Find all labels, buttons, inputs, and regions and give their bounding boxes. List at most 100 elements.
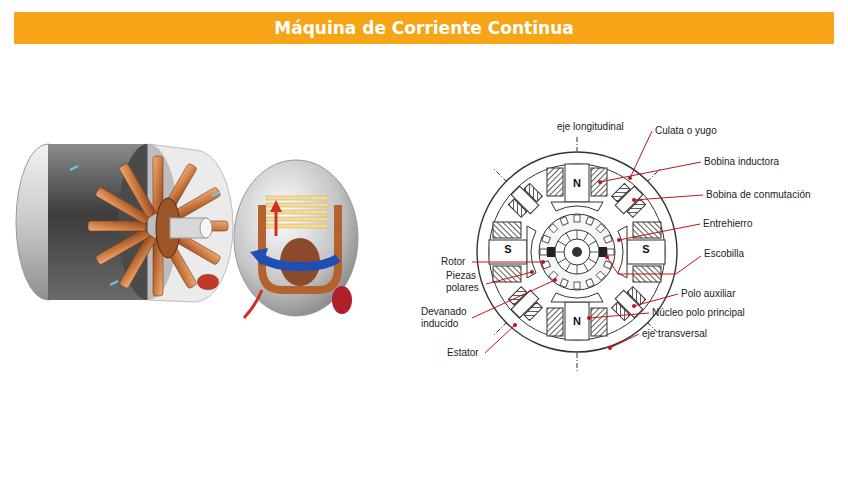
part-label: Culata o yugo xyxy=(655,125,717,137)
leader-lines xyxy=(472,131,703,353)
leader-lines xyxy=(610,334,639,348)
cross-section xyxy=(588,241,596,246)
cross-section xyxy=(558,241,566,246)
leader-dots xyxy=(530,270,534,274)
coil-illustration xyxy=(332,286,352,314)
leader-lines xyxy=(619,224,700,240)
coil-illustration xyxy=(234,160,358,318)
coil-illustration xyxy=(275,210,278,236)
cross-section xyxy=(560,217,568,226)
cross-section xyxy=(477,152,677,352)
cross-section xyxy=(577,230,578,239)
motor-illustration xyxy=(88,156,228,296)
cross-section xyxy=(547,293,607,340)
leader-lines xyxy=(607,256,701,274)
leader-lines xyxy=(600,162,701,182)
cross-section xyxy=(590,252,599,253)
cross-section xyxy=(560,279,568,288)
coil-illustration xyxy=(266,196,328,200)
cross-section xyxy=(540,249,547,255)
part-label: Núcleo polo principal xyxy=(652,307,745,319)
cross-section xyxy=(584,233,589,241)
cross-section xyxy=(577,137,578,151)
cross-section xyxy=(574,282,580,289)
cross-section xyxy=(549,224,558,233)
motor-illustration xyxy=(200,218,212,238)
cross-section xyxy=(547,247,555,257)
cross-section xyxy=(604,261,613,269)
cross-section xyxy=(555,230,599,274)
leader-lines xyxy=(634,294,678,306)
motor-illustration xyxy=(16,144,233,302)
cross-section xyxy=(505,284,545,324)
pole-letter: N xyxy=(573,177,581,189)
cross-section xyxy=(596,271,605,280)
leader-dots xyxy=(553,278,557,282)
leader-lines xyxy=(589,313,649,318)
leader-lines xyxy=(472,280,555,318)
pole-letter: N xyxy=(573,315,581,327)
axis-label: eje transversal xyxy=(642,328,707,340)
leader-dots xyxy=(628,176,632,180)
cross-section xyxy=(577,265,578,274)
motor-illustration xyxy=(110,281,118,285)
coil-illustration xyxy=(262,258,338,267)
cross-section xyxy=(555,252,564,253)
leader-lines xyxy=(472,262,543,263)
leader-lines xyxy=(634,195,703,200)
motor-illustration xyxy=(197,274,219,290)
coil-illustration xyxy=(250,248,268,266)
cross-section xyxy=(539,214,615,290)
cross-section xyxy=(494,322,507,335)
cross-section xyxy=(558,259,566,264)
coil-illustration xyxy=(270,200,282,212)
cross-section xyxy=(596,224,605,233)
part-label: Devanado inducido xyxy=(421,306,475,330)
part-label: Estator xyxy=(447,347,479,359)
motor-illustration xyxy=(70,166,78,170)
part-label: Polo auxiliar xyxy=(681,288,735,300)
coil-illustration xyxy=(244,290,262,318)
part-label: Escobilla xyxy=(704,248,744,260)
cross-section xyxy=(547,164,607,211)
leader-dots xyxy=(632,198,636,202)
coil-illustration xyxy=(234,160,358,316)
cross-section xyxy=(577,353,578,372)
cross-section xyxy=(540,215,614,289)
motor-illustration xyxy=(212,192,220,196)
title-band: Máquina de Corriente Continua xyxy=(14,12,834,44)
leader-dots xyxy=(605,255,609,259)
motor-illustration xyxy=(148,144,233,302)
leader-dots xyxy=(541,260,545,264)
leader-lines xyxy=(630,131,652,178)
leader-dots xyxy=(632,304,636,308)
cross-section xyxy=(604,235,613,243)
cross-section xyxy=(494,169,507,182)
cross-section xyxy=(586,279,594,288)
leader-lines xyxy=(485,325,515,353)
motor-illustration xyxy=(119,163,157,218)
cross-section xyxy=(566,233,571,241)
cross-section xyxy=(542,235,551,243)
leader-dots xyxy=(587,316,591,320)
part-label: Bobina de conmutación xyxy=(706,189,811,201)
cross-section xyxy=(505,180,545,220)
cross-section xyxy=(588,259,596,264)
motor-illustration xyxy=(95,228,150,266)
part-label: Entrehierro xyxy=(703,218,752,230)
cross-section xyxy=(572,247,582,257)
part-label: Bobina inductora xyxy=(704,156,779,168)
cross-section xyxy=(564,239,590,265)
cross-section xyxy=(542,261,551,269)
cross-section xyxy=(618,222,665,282)
leader-dots xyxy=(608,346,612,350)
leader-dots xyxy=(598,180,602,184)
pole-letter: S xyxy=(642,243,649,255)
pole-letter: S xyxy=(504,243,511,255)
axis-label: eje longitudinal xyxy=(557,121,624,133)
cross-section xyxy=(586,217,594,226)
cross-section xyxy=(574,215,580,222)
cross-section xyxy=(584,263,589,271)
leader-dots xyxy=(617,238,621,242)
